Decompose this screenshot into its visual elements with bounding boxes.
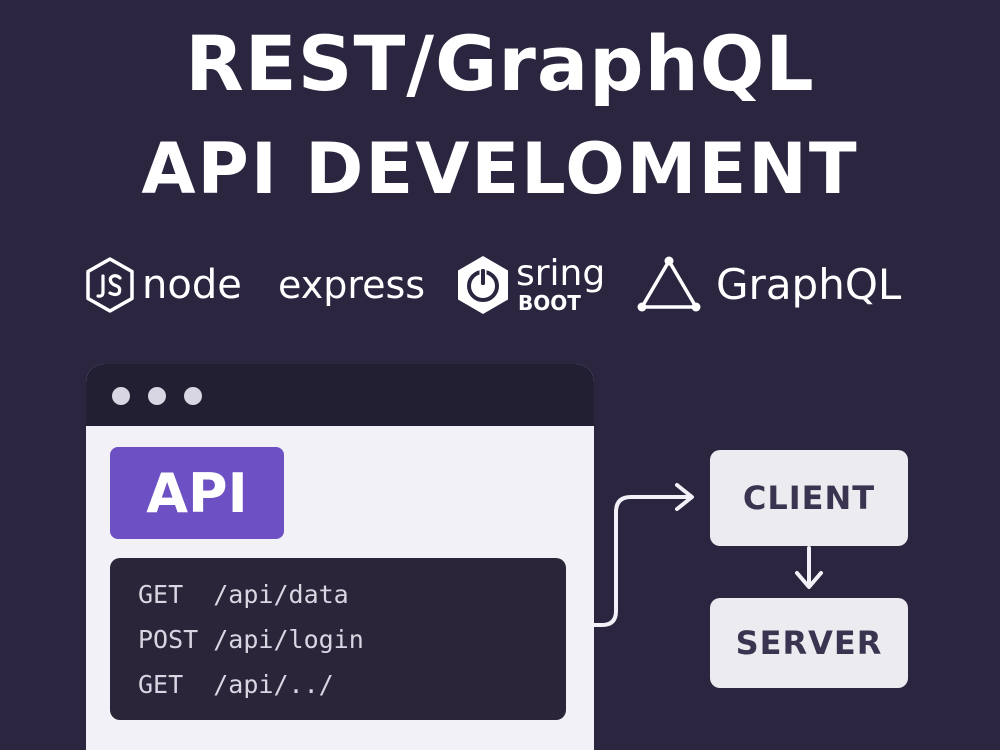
node-logo: node <box>84 250 242 320</box>
endpoint-line: GET /api/data <box>138 580 349 609</box>
api-browser-window: API GET /api/data POST /api/login GET /a… <box>86 364 594 750</box>
endpoint-line: GET /api/../ <box>138 670 334 699</box>
server-box: SERVER <box>710 598 908 688</box>
spring-boot-power-icon <box>458 256 508 314</box>
window-dot-icon <box>184 387 202 405</box>
nodejs-hexagon-icon <box>86 257 134 313</box>
endpoint-code-block: GET /api/data POST /api/login GET /api/.… <box>110 558 566 720</box>
window-dot-icon <box>112 387 130 405</box>
spring-logo-sublabel: BOOT <box>518 291 581 315</box>
graphql-triangle-icon <box>637 256 701 312</box>
spring-boot-logo: sring BOOT <box>452 250 605 320</box>
window-to-client-arrow <box>592 495 692 627</box>
page-title-line-2: API DEVELOMENT <box>141 128 859 210</box>
client-box: CLIENT <box>710 450 908 546</box>
window-title-bar <box>86 364 594 426</box>
window-to-client-arrowhead <box>675 483 694 511</box>
page-title-line-1: REST/GraphQL <box>185 19 815 108</box>
graphql-logo-label: GraphQL <box>716 260 902 309</box>
endpoint-line: POST /api/login <box>138 625 364 654</box>
api-badge: API <box>110 447 284 539</box>
window-dot-icon <box>148 387 166 405</box>
spring-logo-label: sring <box>516 253 606 294</box>
express-logo-label: express <box>278 263 426 307</box>
express-logo: express <box>278 250 425 320</box>
graphql-logo: GraphQL <box>636 250 901 320</box>
client-to-server-arrowhead <box>795 571 823 589</box>
node-logo-label: node <box>142 262 242 308</box>
